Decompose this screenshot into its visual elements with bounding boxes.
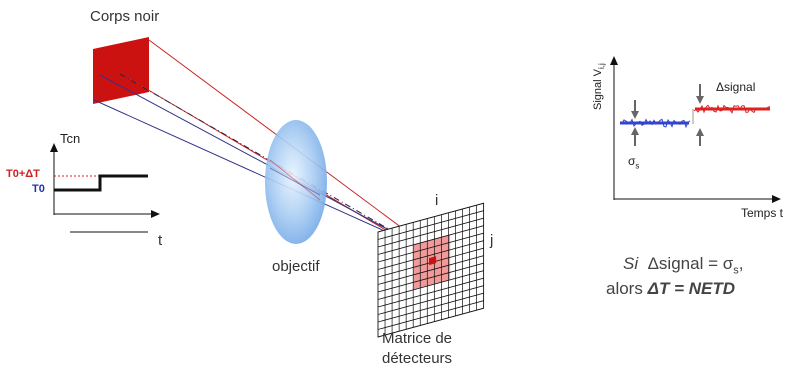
detector-pixel-ij bbox=[429, 256, 437, 266]
ray-blue-top bbox=[99, 74, 431, 253]
delta-signal-label: Δsignal bbox=[716, 80, 756, 94]
conclusion-line2: alors ΔT = NETD bbox=[606, 279, 736, 298]
lens-label: objectif bbox=[272, 258, 320, 275]
detector-label-line1: Matrice de bbox=[382, 330, 453, 347]
detector-col-index: j bbox=[490, 232, 494, 249]
temperature-step-line bbox=[54, 174, 148, 192]
temperature-high-label: T0+ΔT bbox=[6, 168, 40, 180]
conclusion-line1: Si Δsignal = σs, bbox=[623, 254, 744, 277]
detector-row-index: i bbox=[435, 192, 439, 209]
temperature-low-label: T0 bbox=[32, 183, 45, 195]
detector-matrix bbox=[377, 202, 485, 338]
signal-ylabel: Signal Vi,j bbox=[592, 63, 607, 110]
sigma-label: σs bbox=[628, 154, 640, 171]
temperature-xlabel: t bbox=[158, 232, 163, 249]
blackbody-label: Corps noir bbox=[90, 8, 160, 25]
signal-xlabel: Temps t bbox=[741, 206, 784, 220]
temperature-ylabel: Tcn bbox=[60, 131, 81, 146]
detector-label-line2: détecteurs bbox=[382, 350, 453, 367]
blackbody-plate bbox=[93, 37, 149, 104]
